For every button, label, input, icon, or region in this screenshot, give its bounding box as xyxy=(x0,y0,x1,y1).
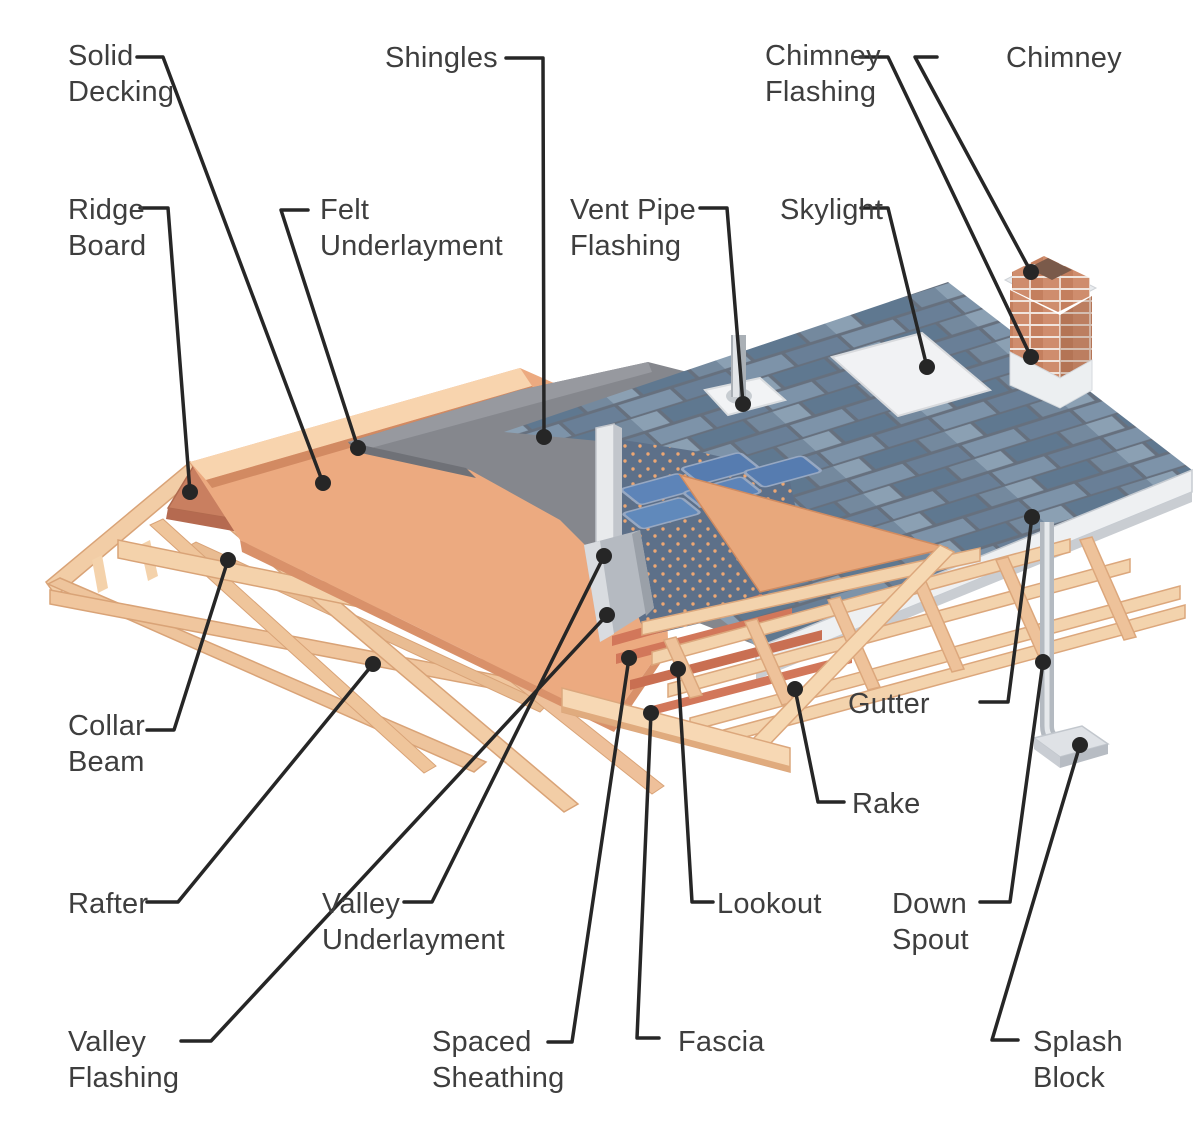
label-rake: Rake xyxy=(852,788,921,820)
right-gable xyxy=(561,473,1186,773)
leader-dot-collar-beam xyxy=(220,552,236,568)
leader-dot-lookout xyxy=(670,661,686,677)
label-gutter: Gutter xyxy=(848,688,930,720)
label-chimney-flashing: Chimney Flashing xyxy=(765,40,881,108)
leader-shingles xyxy=(504,56,546,439)
label-splash-block: Splash Block xyxy=(1033,1026,1123,1094)
leader-dot-valley-flashing xyxy=(599,607,615,623)
label-skylight: Skylight xyxy=(780,194,884,226)
leader-chimney xyxy=(913,55,1033,274)
leader-dot-fascia xyxy=(643,705,659,721)
leader-chimney-flashing xyxy=(858,55,1033,359)
skylight-part xyxy=(829,331,993,418)
leader-felt-underlayment xyxy=(279,208,360,450)
label-down-spout: Down Spout xyxy=(892,888,969,956)
leader-splash-block xyxy=(990,743,1082,1042)
leader-dot-chimney-flashing xyxy=(1023,349,1039,365)
leader-dot-gutter xyxy=(1024,509,1040,525)
leader-vent-pipe-flashing xyxy=(698,206,745,406)
leader-dot-down-spout xyxy=(1035,654,1051,670)
leader-valley-underlayment xyxy=(402,554,606,904)
label-solid-decking: Solid Decking xyxy=(68,40,175,108)
label-valley-underlayment: Valley Underlayment xyxy=(322,888,505,956)
leader-dot-shingles xyxy=(536,429,552,445)
label-rafter: Rafter xyxy=(68,888,149,920)
leader-skylight xyxy=(859,206,929,369)
label-shingles: Shingles xyxy=(385,42,498,74)
leader-ridge-board xyxy=(138,206,192,494)
leader-valley-flashing xyxy=(179,613,609,1043)
leader-dot-spaced-sheathing xyxy=(621,650,637,666)
leader-rafter xyxy=(145,662,375,904)
label-collar-beam: Collar Beam xyxy=(68,710,145,778)
leader-dot-rake xyxy=(787,681,803,697)
leader-gutter xyxy=(978,515,1034,704)
leader-dot-skylight xyxy=(919,359,935,375)
leader-dot-vent-pipe-flashing xyxy=(735,396,751,412)
label-valley-flashing: Valley Flashing xyxy=(68,1026,180,1094)
leader-dot-felt-underlayment xyxy=(350,440,366,456)
leader-dot-ridge-board xyxy=(182,484,198,500)
downspout-part xyxy=(1032,522,1110,768)
valley-shingles xyxy=(620,452,822,530)
leader-dot-chimney xyxy=(1023,264,1039,280)
leader-fascia xyxy=(635,711,661,1040)
label-felt-underlayment: Felt Underlayment xyxy=(320,194,503,262)
label-spaced-sheathing: Spaced Sheathing xyxy=(432,1026,565,1094)
leader-dot-rafter xyxy=(365,656,381,672)
label-fascia: Fascia xyxy=(678,1026,765,1058)
leader-down-spout xyxy=(978,660,1045,904)
label-lookout: Lookout xyxy=(717,888,822,920)
leader-spaced-sheathing xyxy=(546,656,631,1044)
leader-lookout xyxy=(676,667,715,904)
leader-rake xyxy=(793,687,846,804)
label-chimney: Chimney xyxy=(1006,42,1122,74)
label-ridge-board: Ridge Board xyxy=(68,194,147,262)
leader-dot-solid-decking xyxy=(315,475,331,491)
leader-dot-valley-underlayment xyxy=(596,548,612,564)
leader-solid-decking xyxy=(135,55,325,485)
leader-dot-splash-block xyxy=(1072,737,1088,753)
splash-block-part xyxy=(1032,725,1110,768)
leader-collar-beam xyxy=(145,558,230,732)
label-vent-pipe-flashing: Vent Pipe Flashing xyxy=(570,194,696,262)
